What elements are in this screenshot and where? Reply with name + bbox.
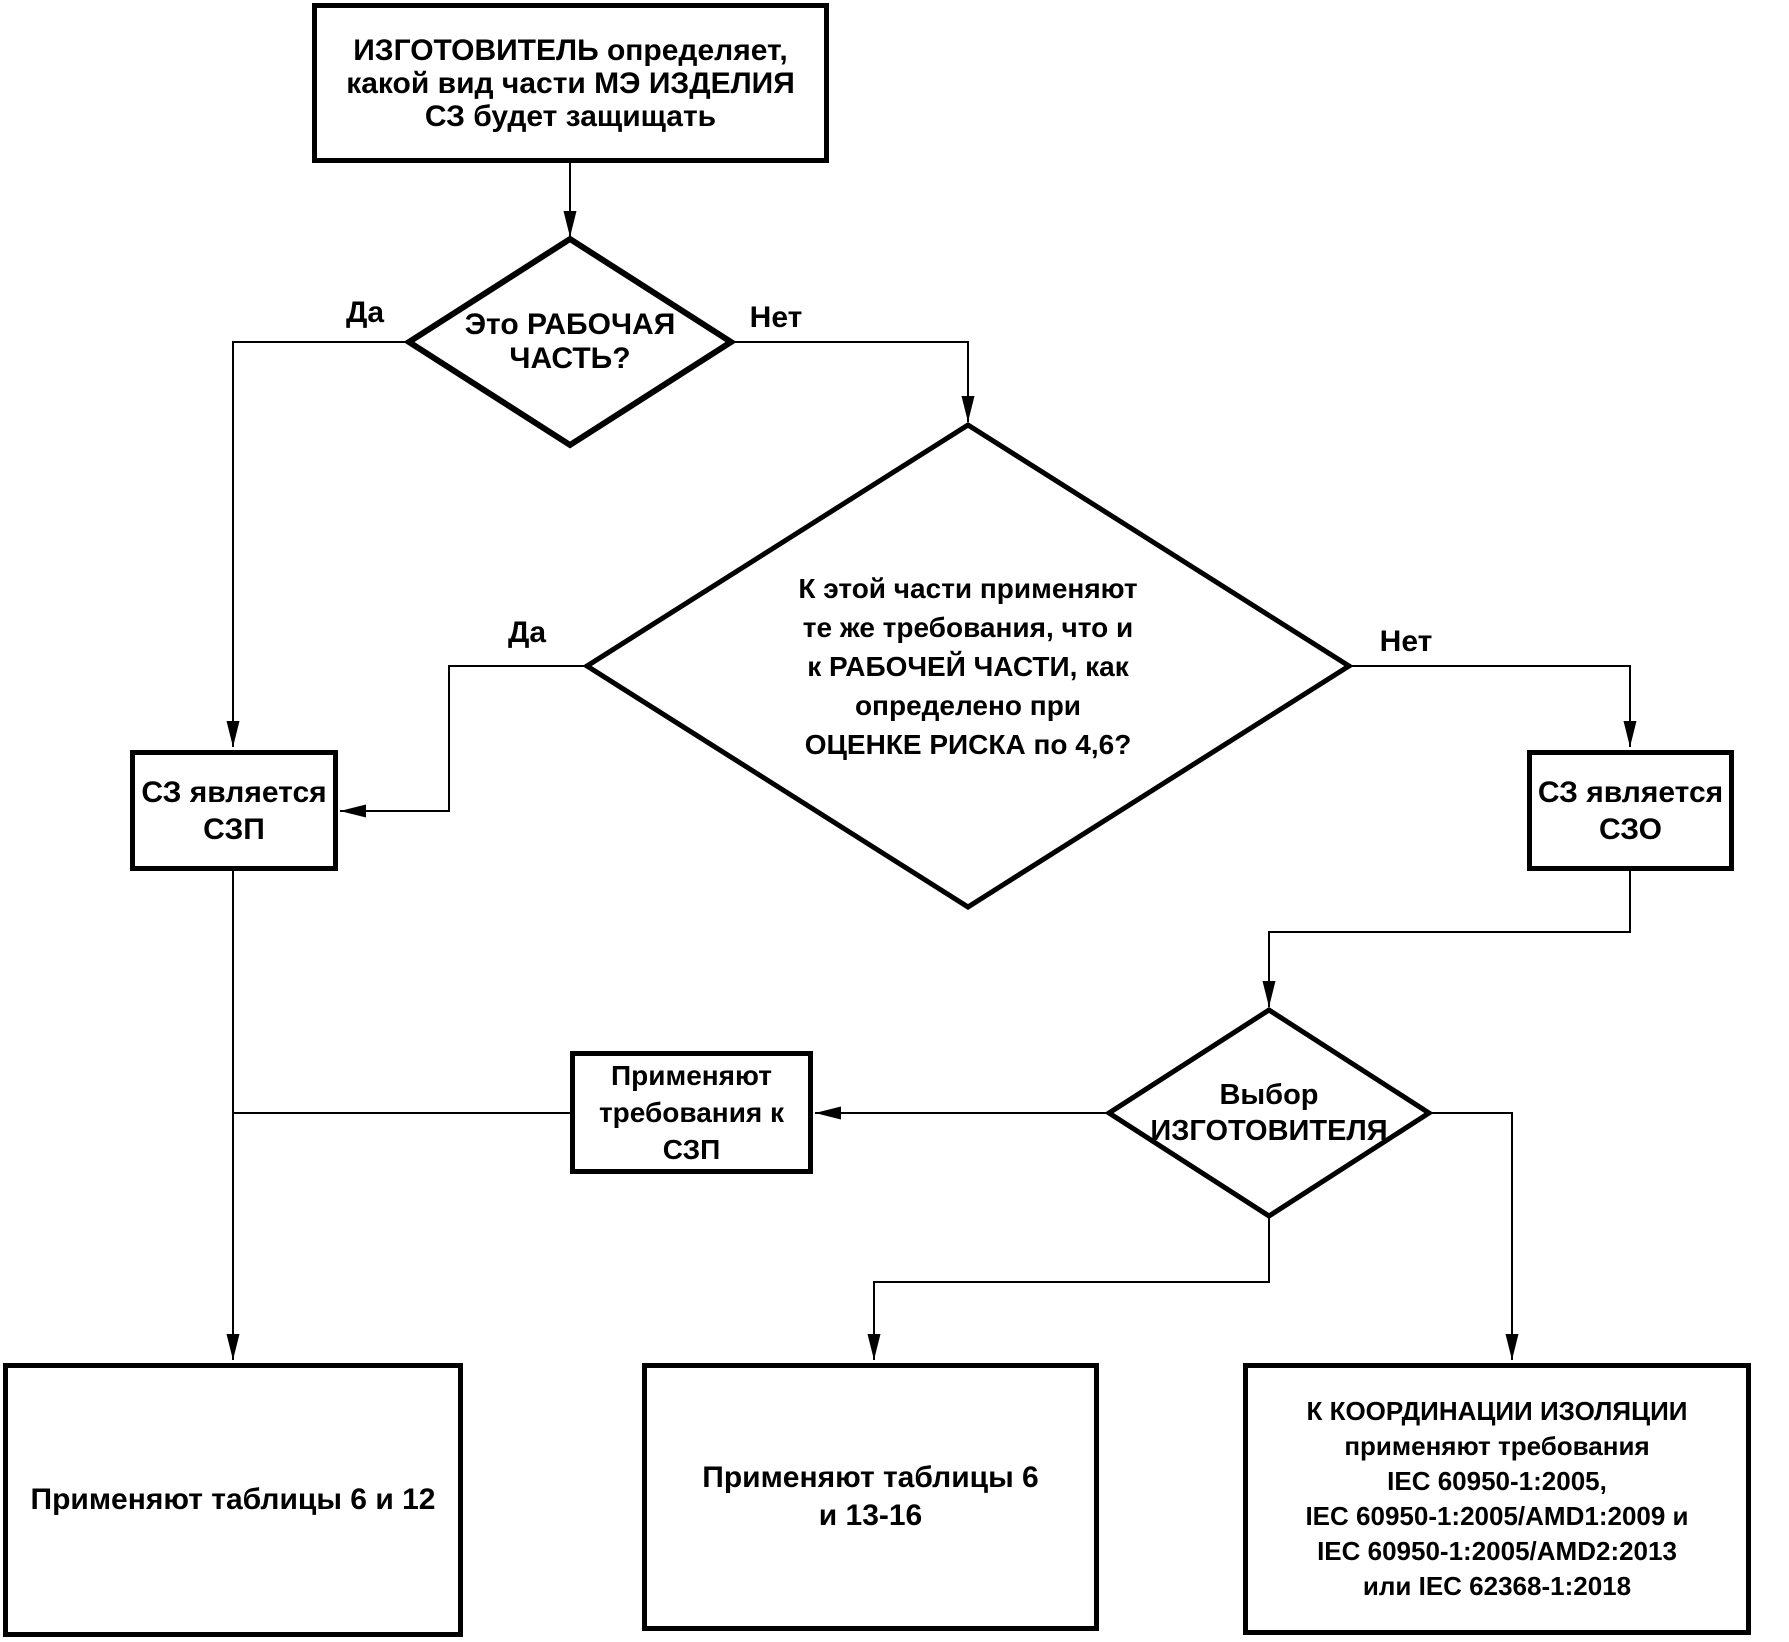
edge-same-requirements-no-to-szo [1349, 665, 1637, 747]
node-sz-is-szp: СЗ является СЗП [130, 750, 338, 871]
decision-manufacturer-choice-shape [1104, 1007, 1434, 1219]
decision-working-part-shape [403, 235, 737, 449]
edge-szo-to-manufacturer-choice [1262, 870, 1631, 1007]
node-insulation-coordination-label: К КООРДИНАЦИИ ИЗОЛЯЦИИ применяют требова… [1305, 1396, 1689, 1601]
edge-manufacturer-choice-to-insulation-coordination [1429, 1112, 1519, 1360]
node-sz-is-szp-label: СЗ является СЗП [141, 775, 327, 846]
node-apply-szp-requirements-label: Применяют требования к СЗП [598, 1060, 785, 1165]
node-start: ИЗГОТОВИТЕЛЬ определяет, какой вид части… [312, 3, 829, 163]
node-apply-tables-6-13-16: Применяют таблицы 6 и 13-16 [642, 1363, 1099, 1631]
edge-same-requirements-yes-to-szp [340, 665, 587, 818]
node-sz-is-szo-label: СЗ является СЗО [1537, 775, 1724, 846]
node-insulation-coordination: К КООРДИНАЦИИ ИЗОЛЯЦИИ применяют требова… [1243, 1363, 1751, 1635]
edge-label-working-part-no: Нет [749, 301, 803, 334]
edge-label-same-requirements-yes: Да [507, 616, 547, 649]
edge-working-part-no-to-same-requirements [731, 341, 975, 422]
node-start-label: ИЗГОТОВИТЕЛЬ определяет, какой вид части… [346, 33, 795, 133]
node-apply-tables-6-13-16-label: Применяют таблицы 6 и 13-16 [702, 1461, 1039, 1532]
node-sz-is-szo: СЗ является СЗО [1527, 750, 1734, 871]
node-apply-tables-6-12: Применяют таблицы 6 и 12 [3, 1363, 463, 1637]
node-apply-tables-6-12-label: Применяют таблицы 6 и 12 [30, 1483, 436, 1516]
edge-label-same-requirements-no: Нет [1379, 625, 1433, 658]
edge-manufacturer-choice-to-tables-6-13-16 [867, 1216, 1270, 1360]
edge-label-working-part-yes: Да [345, 296, 385, 329]
decision-same-requirements-shape [582, 422, 1354, 910]
edge-working-part-yes-to-szp [226, 341, 412, 747]
node-apply-szp-requirements: Применяют требования к СЗП [570, 1051, 813, 1174]
